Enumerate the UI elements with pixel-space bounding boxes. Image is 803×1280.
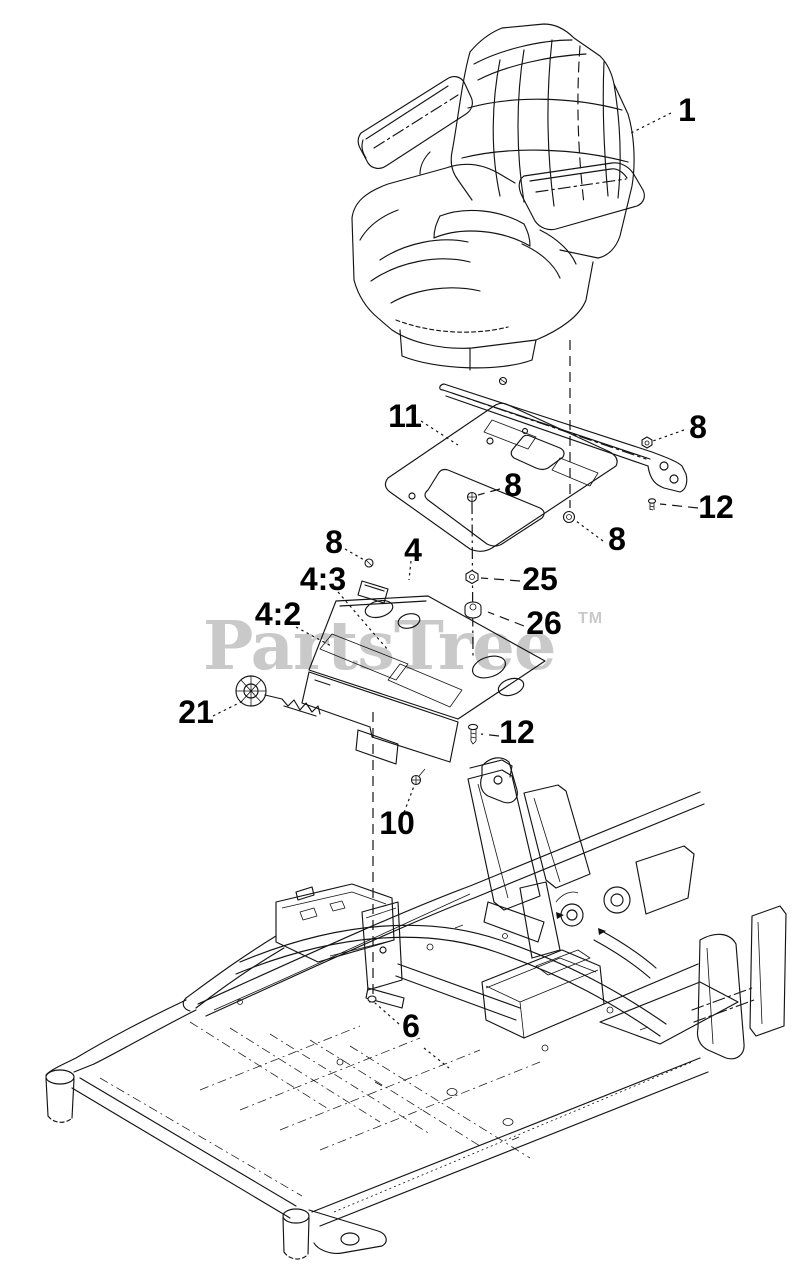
seat-plate-drawing	[384, 383, 688, 552]
nut-25	[465, 569, 479, 585]
part-label-10: 10	[379, 805, 415, 841]
part-label-6: 6	[402, 1008, 420, 1044]
part-label-12-b: 12	[499, 714, 535, 750]
bolt-10	[410, 768, 426, 786]
part-label-8-a: 8	[689, 409, 707, 445]
bolt-8-plate	[466, 491, 478, 503]
part-label-4-3: 4:3	[300, 561, 346, 597]
seat-drawing	[351, 23, 645, 371]
part-label-4-2: 4:2	[255, 596, 301, 632]
part-label-1: 1	[678, 92, 696, 128]
part-label-26: 26	[526, 605, 562, 641]
screw-8-console	[364, 558, 374, 568]
bolt-6-frame	[367, 995, 377, 1003]
part-label-4: 4	[404, 532, 422, 568]
frame-drawing	[45, 757, 787, 1260]
nut-8-top-right	[641, 436, 653, 449]
nut-8-center	[562, 510, 576, 524]
part-label-25: 25	[522, 561, 558, 597]
leader-lines	[212, 112, 699, 1069]
washer-26	[464, 601, 482, 619]
console-panel-drawing	[301, 580, 546, 765]
watermark: PartsTree TM	[203, 606, 603, 685]
hardware-drawing	[364, 376, 657, 1003]
screw-12-console	[467, 723, 479, 745]
part-labels: 1 11 8 8 12 8 8 4 4:3 25 4:2 26 21 12 10…	[178, 92, 734, 1044]
watermark-text: PartsTree	[203, 606, 556, 685]
screw-8-rail-top	[498, 376, 508, 386]
ignition-key-drawing	[235, 675, 321, 717]
part-label-8-c: 8	[608, 521, 626, 557]
part-label-21: 21	[178, 694, 214, 730]
part-label-12-a: 12	[698, 489, 734, 525]
screw-12-rail-end	[647, 498, 657, 511]
part-label-8-d: 8	[325, 524, 343, 560]
watermark-trademark-icon: TM	[578, 610, 603, 627]
part-label-11: 11	[388, 398, 422, 434]
part-label-8-b: 8	[504, 467, 522, 503]
